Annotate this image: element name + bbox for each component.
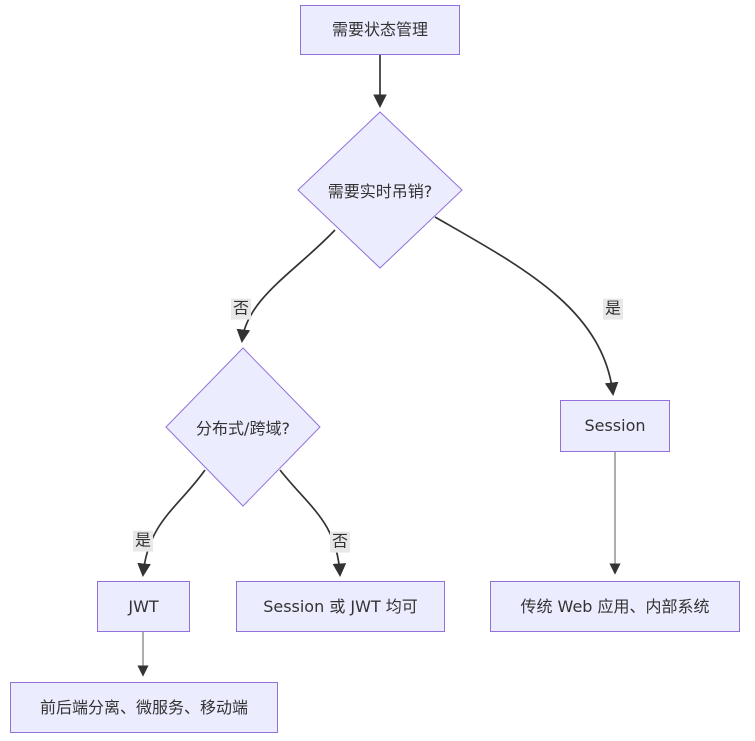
node-frontend-backend-separated: 前后端分离、微服务、移动端 [10, 682, 278, 733]
node-traditional-web: 传统 Web 应用、内部系统 [490, 581, 740, 632]
edge-label-yes: 是 [132, 530, 154, 552]
node-session-or-jwt: Session 或 JWT 均可 [236, 581, 445, 632]
decision-distributed-crossdomain-label: 分布式/跨域? [196, 419, 290, 438]
node-session: Session [560, 400, 670, 452]
decision-realtime-revoke-label: 需要实时吊销? [327, 182, 433, 201]
node-jwt: JWT [97, 581, 190, 632]
edge-label-no: 否 [329, 531, 351, 553]
node-start: 需要状态管理 [300, 5, 460, 55]
edge-label-no: 否 [230, 298, 252, 320]
edge-label-yes: 是 [602, 298, 624, 320]
decision-distributed-crossdomain: 分布式/跨域? [165, 347, 321, 507]
diamond-shape [165, 347, 321, 507]
diamond-shape [297, 111, 463, 269]
decision-realtime-revoke: 需要实时吊销? [297, 111, 463, 269]
